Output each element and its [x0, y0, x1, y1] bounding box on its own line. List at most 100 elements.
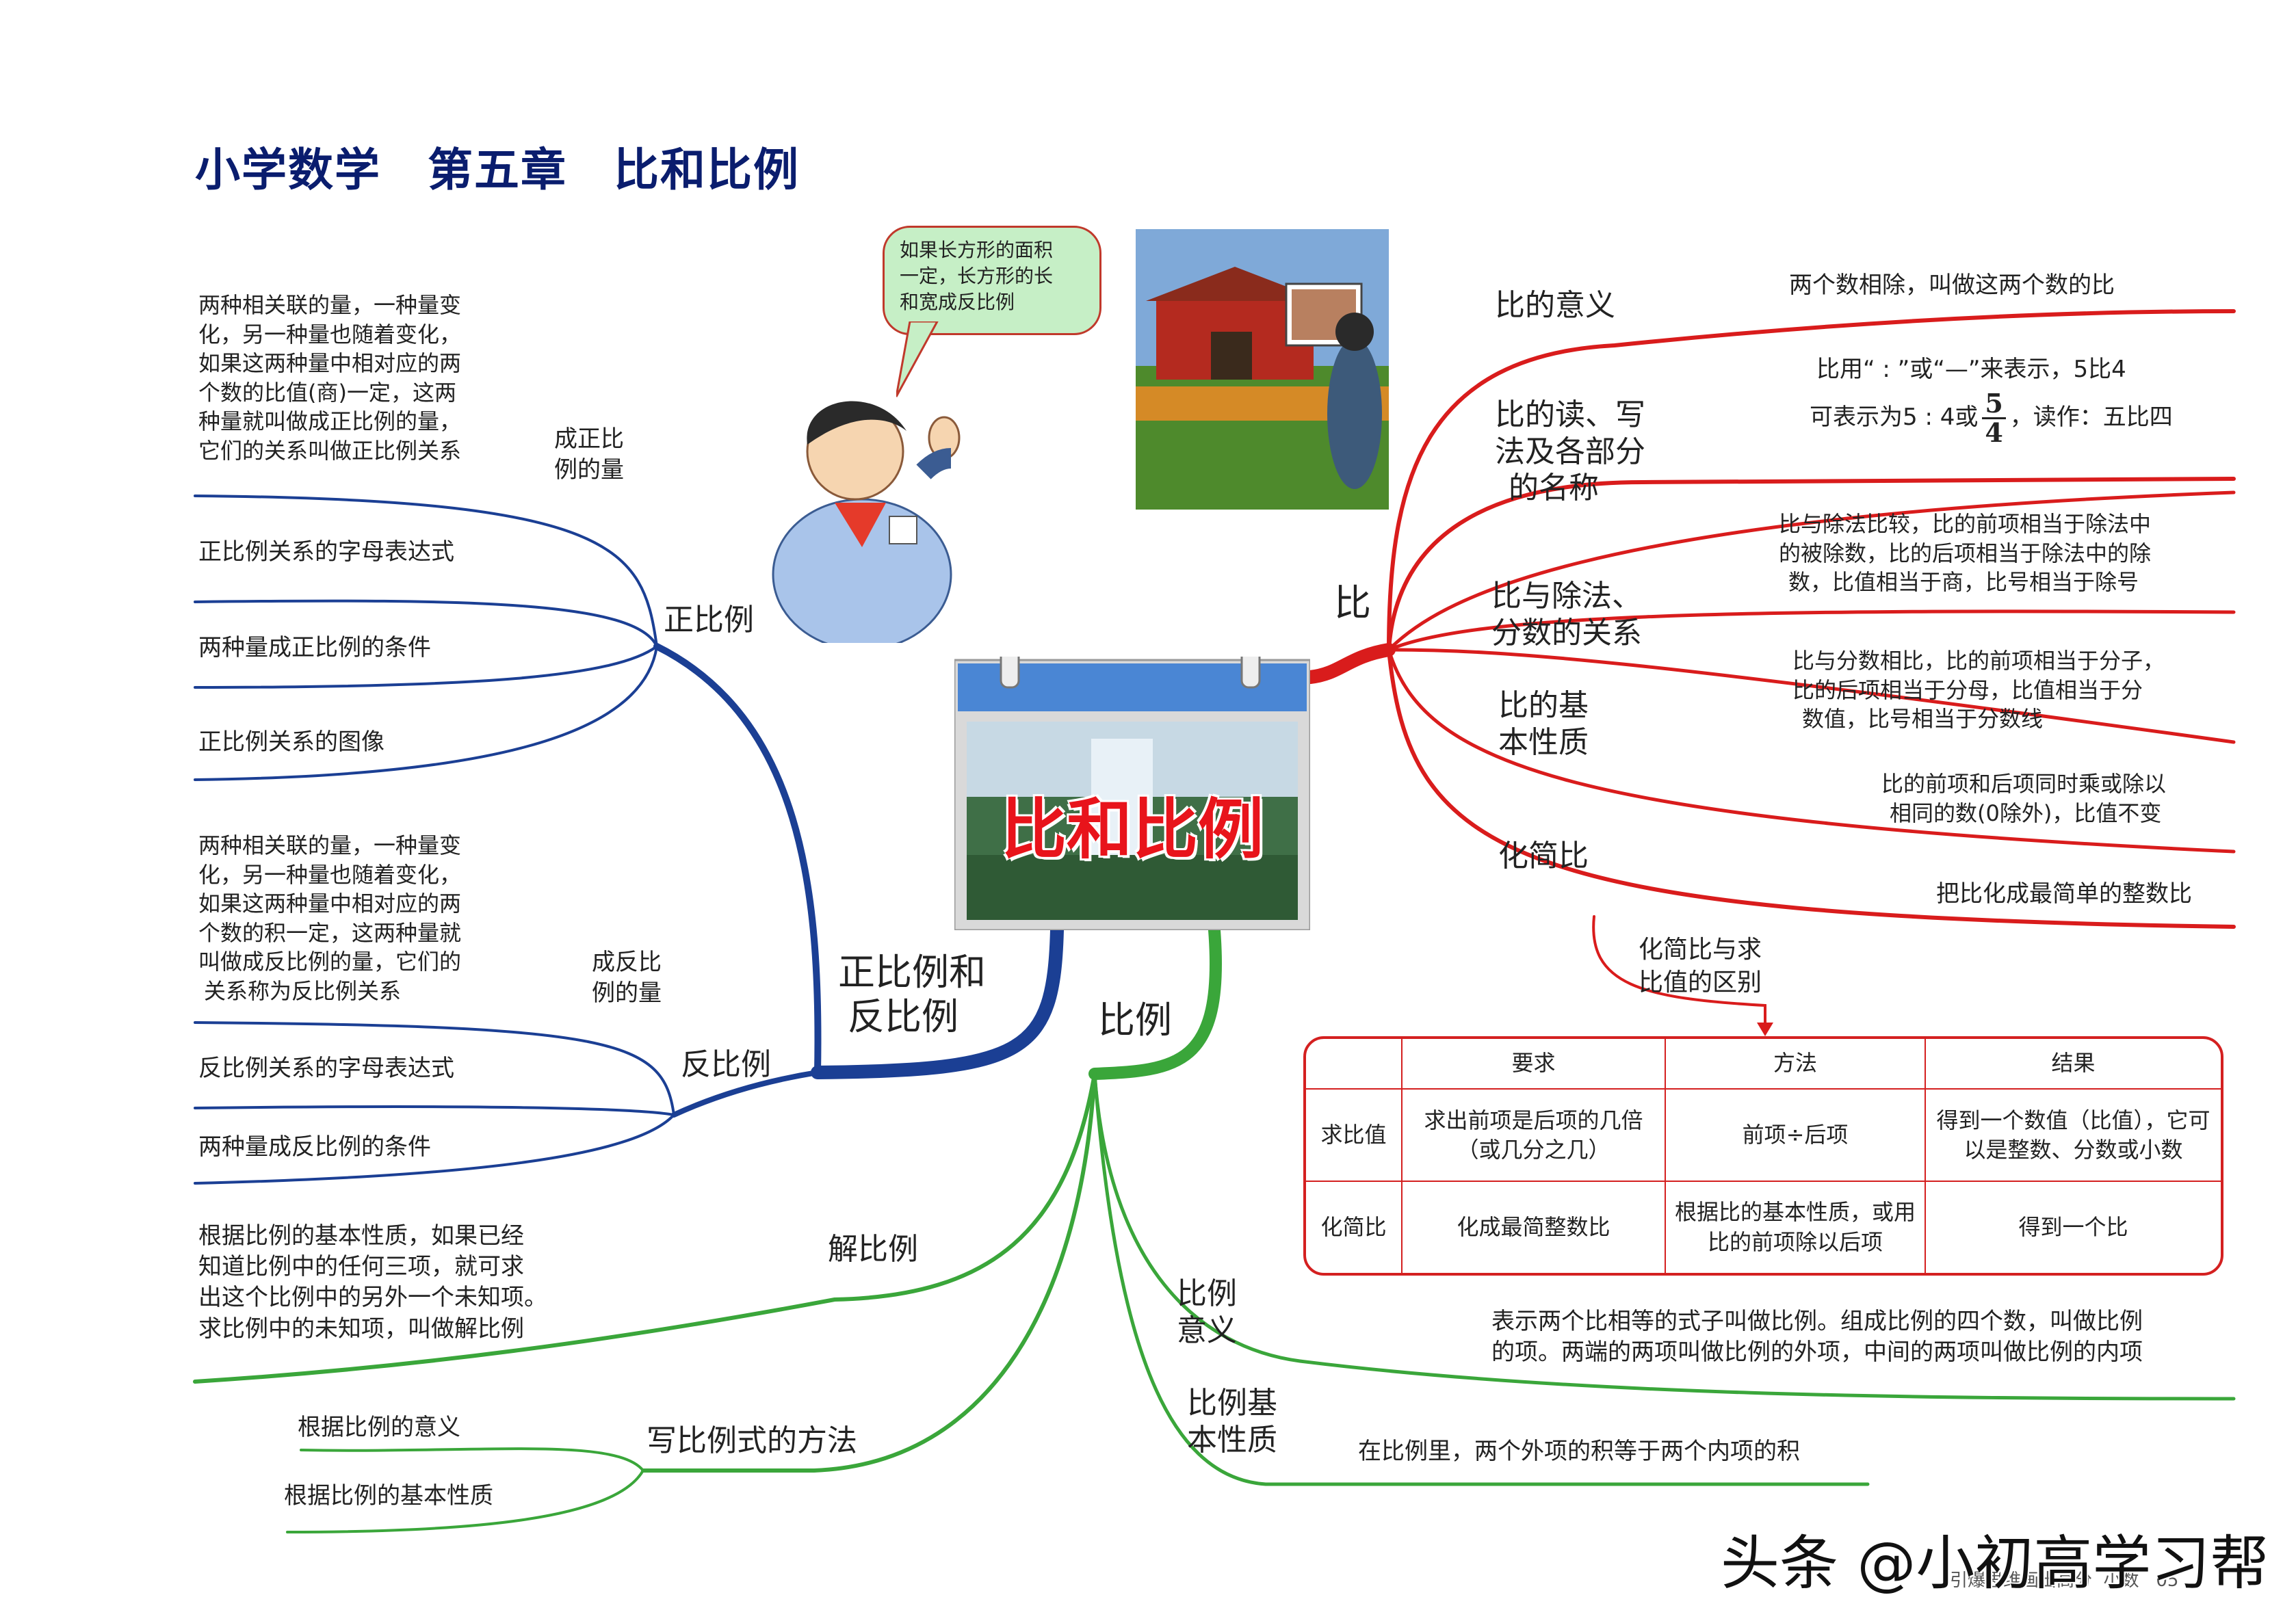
calendar-frame — [954, 657, 1310, 930]
label-line: 比例 — [1177, 1276, 1237, 1311]
node-bi-difference: 化简比与求 比值的区别 — [1639, 934, 1762, 999]
node-bi-simplify: 化简比 — [1498, 839, 1589, 873]
fan-formula: 反比例关系的字母表达式 — [198, 1055, 454, 1082]
text-line: 如果这两种量中相对应的两 — [198, 891, 462, 917]
text-line: 关系称为反比例关系 — [204, 977, 402, 1004]
bili-solve-desc: 根据比例的基本性质，如果已经 知道比例中的任何三项，就可求 出这个比例中的另外一… — [198, 1221, 547, 1345]
green-to-solve — [193, 1072, 1097, 1384]
bili-property-desc: 在比例里，两个外项的积等于两个内项的积 — [1358, 1438, 1800, 1465]
text-line: 出这个比例中的另外一个未知项。 — [198, 1284, 547, 1312]
node-bili-property: 比例基 本性质 — [1187, 1385, 1277, 1458]
text-line: 比与分数相比，比的前项相当于分子， — [1792, 648, 2165, 674]
label-line: 本性质 — [1187, 1422, 1277, 1458]
page-title: 小学数学 第五章 比和比例 — [195, 144, 800, 196]
node-bi-notation: 比的读、写 法及各部分 的名称 — [1495, 397, 1645, 507]
label-line: 比的读、写 — [1495, 397, 1645, 432]
node-bili-write: 写比例式的方法 — [647, 1423, 857, 1458]
node-bili-meaning: 比例 意义 — [1177, 1276, 1237, 1349]
text-line: 种量就叫做成正比例的量， — [198, 408, 462, 435]
label-line: 比例基 — [1187, 1386, 1277, 1421]
table-row: 化简比 化成最简整数比 根据比的基本性质，或用比的前项除以后项 得到一个比 — [1306, 1181, 2221, 1273]
label-line: 比的基 — [1498, 688, 1589, 723]
text-line: 叫做成反比例的量，它们的 — [198, 949, 462, 975]
watermark: 头条 @小初高学习帮 — [1721, 1529, 2269, 1598]
green-to-property — [1093, 1072, 1870, 1486]
table-header-cell: 要求 — [1401, 1039, 1666, 1090]
table-row: 求比值 求出前项是后项的几倍（或几分之几） 前项÷后项 得到一个数值（比值），它… — [1306, 1088, 2221, 1183]
boy-illustration — [772, 401, 961, 643]
table-cell: 化简比 — [1306, 1181, 1403, 1273]
node-zheng: 正比例 — [664, 603, 754, 637]
text-line: 化，另一种量也随着变化， — [198, 861, 462, 888]
node-direct-inverse: 正比例和 反比例 — [838, 951, 986, 1040]
zheng-condition: 两种量成正比例的条件 — [198, 634, 431, 661]
bili-write-item: 根据比例的意义 — [298, 1414, 460, 1441]
table-cell: 得到一个数值（比值），它可以是整数、分数或小数 — [1925, 1088, 2221, 1183]
zheng-formula: 正比例关系的字母表达式 — [198, 538, 454, 566]
page-footer: 引爆思维画出高分 小数 05 — [1950, 1570, 2179, 1591]
fraction-denominator: 4 — [1985, 417, 2003, 448]
label-line: 的名称 — [1509, 471, 1599, 506]
table-cell: 求出前项是后项的几倍（或几分之几） — [1401, 1088, 1666, 1183]
node-bili: 比例 — [1098, 999, 1172, 1042]
label-line: 法及各部分 — [1495, 434, 1645, 469]
zheng-quantity-desc: 两种相关联的量，一种量变 化，另一种量也随着变化， 如果这两种量中相对应的两 个… — [198, 291, 461, 465]
text-line: 个数的比值(商)一定，这两 — [198, 379, 456, 406]
node-bi-property: 比的基 本性质 — [1498, 687, 1589, 761]
text-line: 如果这两种量中相对应的两 — [198, 350, 462, 377]
blue-trunk — [811, 923, 1064, 1079]
text-line: 的项。两端的两项叫做比例的外项，中间的两项叫做比例的内项 — [1491, 1339, 2143, 1367]
bi-division-desc1: 比与除法比较，比的前项相当于除法中 的被除数，比的后项相当于除法中的除 数，比值… — [1779, 510, 2151, 597]
speech-bubble: 如果长方形的面积 一定，长方形的长 和宽成反比例 — [883, 226, 1101, 335]
bubble-line: 如果长方形的面积 — [900, 239, 1054, 261]
text-line: 数值，比号相当于分数线 — [1802, 706, 2044, 733]
fraction-numerator: 5 — [1982, 390, 2006, 419]
table-header-row: 要求 方法 结果 — [1306, 1039, 2221, 1090]
red-to-difference — [1592, 915, 1766, 1027]
notation-post: ，读作：五比四 — [2009, 403, 2173, 431]
red-trunk — [1303, 643, 1396, 684]
red-to-division-a — [1387, 609, 2236, 652]
node-bi: 比 — [1334, 581, 1371, 624]
fan-quantity-desc: 两种相关联的量，一种量变 化，另一种量也随着变化， 如果这两种量中相对应的两 个… — [198, 831, 461, 1005]
blue-to-fan — [671, 1070, 820, 1118]
label-line: 比与除法、 — [1491, 579, 1642, 614]
green-to-write — [641, 1072, 1097, 1473]
label-line: 例的量 — [592, 979, 662, 1007]
bi-division-desc2: 比与分数相比，比的前项相当于分子， 比的后项相当于分母，比值相当于分 数值，比号… — [1792, 646, 2165, 734]
text-line: 比与除法比较，比的前项相当于除法中 — [1779, 511, 2152, 537]
bubble-line: 一定，长方形的长 — [900, 264, 1054, 287]
text-line: 个数的积一定，这两种量就 — [198, 919, 462, 946]
bili-meaning-desc: 表示两个比相等的式子叫做比例。组成比例的四个数，叫做比例 的项。两端的两项叫做比… — [1491, 1306, 2143, 1368]
notation-pre: 可表示为5 : 4或 — [1810, 403, 1979, 431]
table-cell: 根据比的基本性质，或用比的前项除以后项 — [1665, 1181, 1926, 1273]
blue-to-zheng — [653, 643, 822, 1076]
tiananmen-photo — [1136, 229, 1389, 510]
label-line: 意义 — [1177, 1313, 1237, 1348]
text-line: 根据比例的基本性质，如果已经 — [198, 1222, 524, 1250]
text-line: 的被除数，比的后项相当于除法中的除 — [1779, 540, 2152, 566]
label-line: 化简比与求 — [1639, 936, 1762, 964]
text-line: 数，比值相当于商，比号相当于除号 — [1788, 569, 2139, 596]
red-to-simplify — [1387, 648, 2236, 929]
center-calendar: 比和比例 — [954, 657, 1310, 930]
bubble-line: 和宽成反比例 — [900, 290, 1015, 313]
table-cell: 前项÷后项 — [1665, 1088, 1926, 1183]
table-header-cell: 结果 — [1925, 1039, 2221, 1090]
node-bi-meaning: 比的意义 — [1495, 288, 1615, 323]
text-line: 两种相关联的量，一种量变 — [198, 832, 462, 858]
table-header-cell — [1306, 1039, 1403, 1090]
node-fan-quantity: 成反比 例的量 — [592, 947, 662, 1009]
green-to-meaning — [1093, 1072, 2236, 1401]
label-line: 比值的区别 — [1639, 968, 1762, 997]
label-line: 本性质 — [1498, 724, 1589, 760]
fan-condition: 两种量成反比例的条件 — [198, 1133, 431, 1161]
red-to-division-b — [1387, 648, 2236, 744]
table-cell: 得到一个比 — [1925, 1181, 2221, 1273]
table-cell: 化成最简整数比 — [1401, 1181, 1666, 1273]
table-cell: 求比值 — [1306, 1088, 1403, 1183]
text-line: 化，另一种量也随着变化， — [198, 321, 462, 347]
label-line: 正比例和 — [838, 951, 986, 994]
